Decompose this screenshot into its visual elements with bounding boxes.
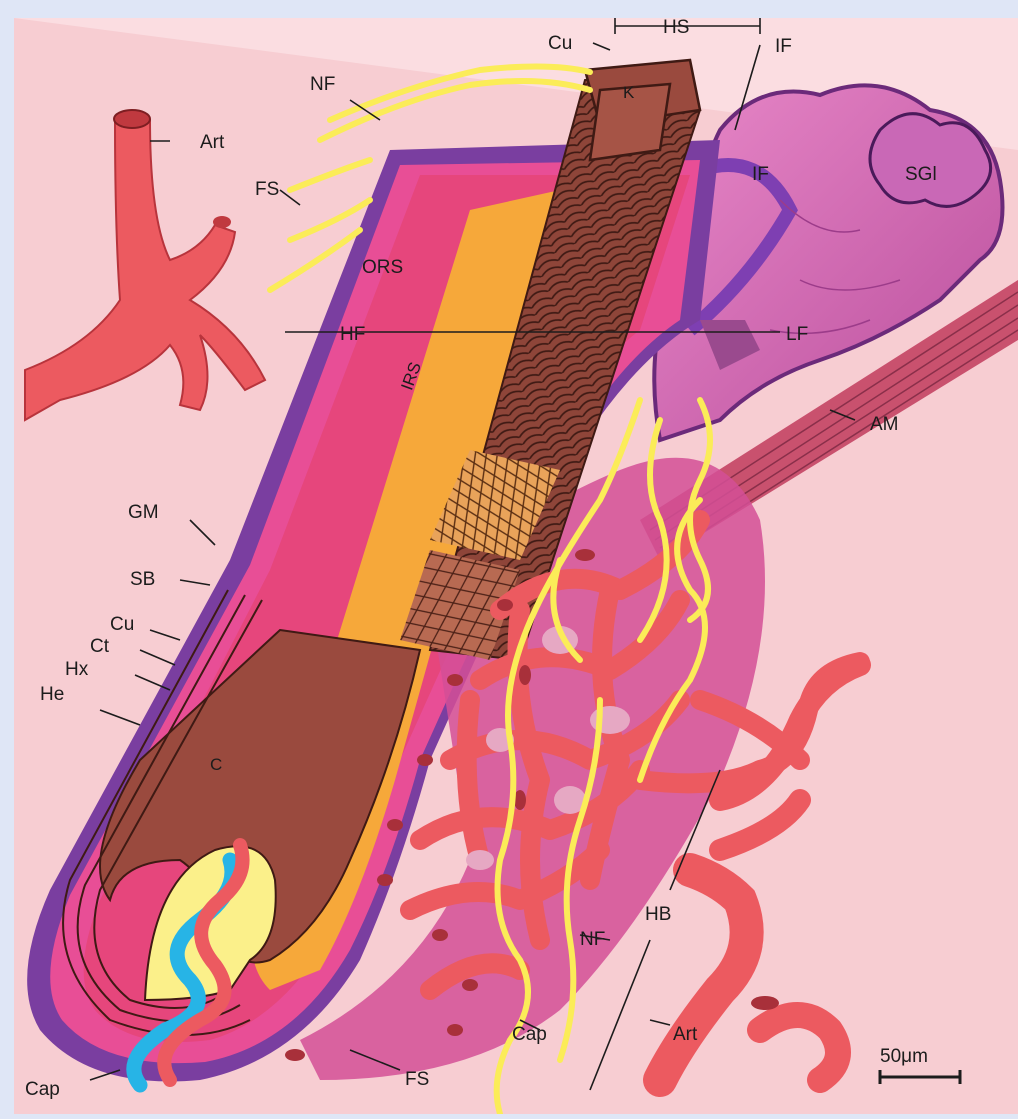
label-nf-bottom: NF <box>580 929 605 950</box>
label-cap-mid: Cap <box>512 1024 547 1045</box>
label-lf: LF <box>786 324 808 345</box>
label-art-top: Art <box>200 132 225 153</box>
label-if-top: IF <box>775 36 792 57</box>
label-gm: GM <box>128 502 159 523</box>
label-fs-left: FS <box>255 179 279 200</box>
label-he: He <box>40 684 64 705</box>
label-fs-bottom: FS <box>405 1069 429 1090</box>
label-cu-top: Cu <box>548 33 572 54</box>
label-nf-top: NF <box>310 74 335 95</box>
label-art-bottom: Art <box>673 1024 698 1045</box>
label-hb: HB <box>645 904 671 925</box>
label-sgl: SGl <box>905 164 937 185</box>
label-hx: Hx <box>65 659 89 680</box>
label-c: C <box>210 755 222 774</box>
label-hs: HS <box>663 17 689 38</box>
label-ors: ORS <box>362 257 403 278</box>
label-ct: Ct <box>90 636 110 657</box>
label-cap-left: Cap <box>25 1079 60 1100</box>
label-hf: HF <box>340 324 365 345</box>
label-cu-left: Cu <box>110 614 134 635</box>
label-k: K <box>623 83 635 102</box>
label-sb: SB <box>130 569 155 590</box>
label-am: AM <box>870 414 899 435</box>
scale-bar-label: 50μm <box>880 1046 928 1067</box>
artery-opening <box>751 996 779 1010</box>
label-if-mid: IF <box>752 164 769 185</box>
